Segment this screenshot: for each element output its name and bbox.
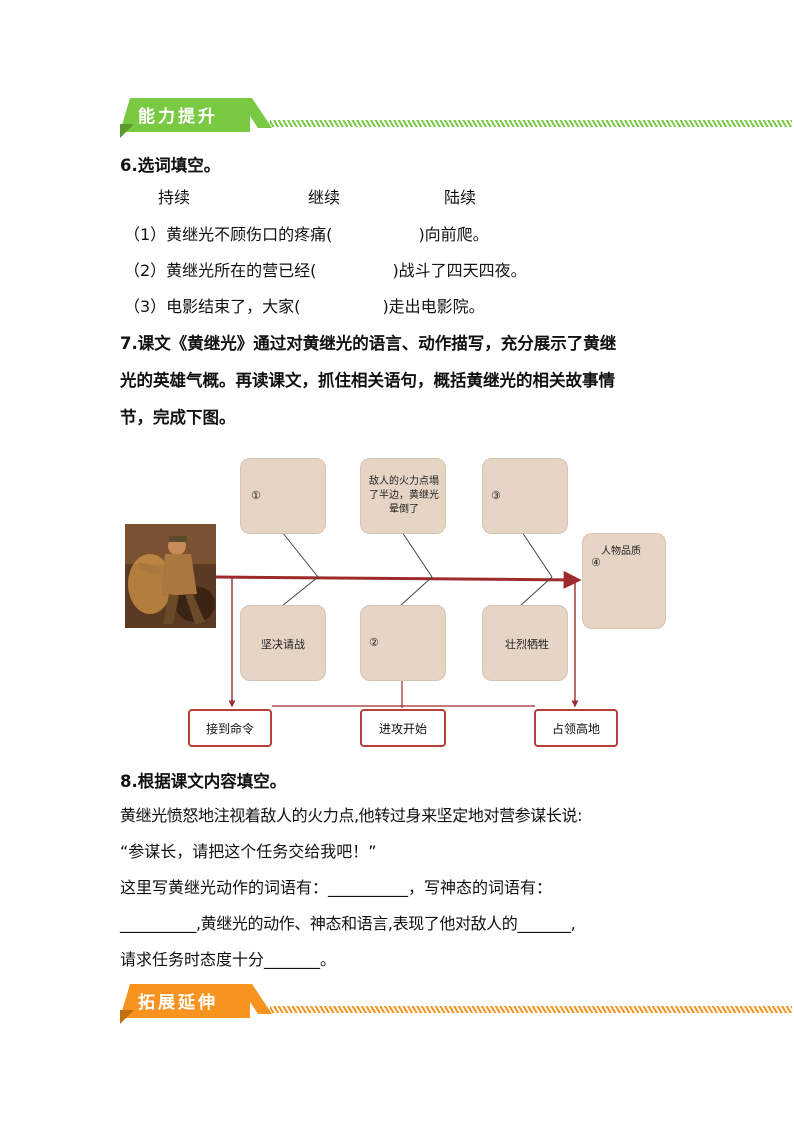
label-box-attack-text: 进攻开始: [378, 721, 427, 736]
bottom-box-3: 壮烈牺牲: [482, 605, 568, 681]
bottom-box-1-label: 坚决请战: [261, 638, 305, 651]
banner-notch-decoration: [120, 1010, 134, 1024]
quality-box-title: 人物品质: [601, 546, 641, 557]
q6-item-2-prefix: （2）黄继光所在的营已经(: [124, 261, 317, 280]
banner-tab: [120, 98, 250, 132]
banner-tab: [120, 984, 250, 1018]
label-box-occupy-text: 占领高地: [551, 721, 600, 736]
top-box-2-label: 敌人的火力点塌了半边，黄继光晕倒了: [369, 476, 439, 515]
q6-item-2-suffix: )战斗了四天四夜。: [392, 261, 527, 280]
question-8-title: 8.根据课文内容填空。: [120, 772, 287, 791]
top-box-1-label: ①: [251, 489, 261, 502]
section-banner-ability: 能力提升: [120, 98, 792, 138]
word-option-2: 继续: [308, 188, 341, 207]
q6-item-1: （1）黄继光不顾伤口的疼痛( )向前爬。: [124, 227, 489, 243]
section-title: 拓展延伸: [138, 993, 218, 1013]
word-option-1: 持续: [158, 188, 191, 207]
top-box-1: ①: [240, 458, 326, 534]
banner-slash-decoration: [238, 984, 272, 1014]
banner-hatched-line: [270, 1006, 792, 1013]
q6-item-3: （3）电影结束了，大家( )走出电影院。: [124, 299, 485, 315]
label-box-attack: 进攻开始: [360, 709, 446, 747]
q8-line-2: “参谋长，请把这个任务交给我吧！”: [120, 842, 377, 861]
banner-notch-decoration: [120, 124, 134, 138]
q6-item-1-prefix: （1）黄继光不顾伤口的疼痛(: [124, 225, 333, 244]
q8-line-3[interactable]: 这里写黄继光动作的词语有：__________，写神态的词语有：: [120, 878, 553, 897]
top-box-2: 敌人的火力点塌了半边，黄继光晕倒了: [360, 458, 446, 534]
q8-line-4[interactable]: __________,黄继光的动作、神态和语言,表现了他对敌人的_______,: [120, 914, 576, 933]
bottom-box-2-label: ②: [369, 636, 379, 649]
label-box-order-text: 接到命令: [205, 721, 254, 736]
label-box-order: 接到命令: [188, 709, 272, 747]
section-title: 能力提升: [138, 107, 218, 127]
huang-jiguang-illustration: [125, 524, 216, 628]
banner-hatched-line: [270, 120, 792, 127]
q6-item-3-prefix: （3）电影结束了，大家(: [124, 297, 301, 316]
q7-line-3: 节，完成下图。: [120, 408, 236, 427]
q8-line-5[interactable]: 请求任务时态度十分_______。: [120, 950, 337, 969]
bottom-box-1: 坚决请战: [240, 605, 326, 681]
bottom-box-3-label: 壮烈牺牲: [505, 638, 549, 651]
top-box-3: ③: [482, 458, 568, 534]
character-quality-box: 人物品质 ④: [582, 533, 666, 629]
top-box-3-label: ③: [491, 489, 501, 502]
quality-box-number: ④: [591, 556, 601, 569]
question-6-title: 6.选词填空。: [120, 156, 221, 175]
q7-line-1: 7.课文《黄继光》通过对黄继光的语言、动作描写，充分展示了黄继: [120, 334, 617, 353]
q6-item-1-suffix: )向前爬。: [418, 225, 489, 244]
q6-item-3-suffix: )走出电影院。: [382, 297, 485, 316]
section-banner-extension: 拓展延伸: [120, 984, 792, 1024]
word-option-3: 陆续: [444, 188, 477, 207]
q6-item-2: （2）黄继光所在的营已经( )战斗了四天四夜。: [124, 263, 527, 279]
label-box-occupy: 占领高地: [534, 709, 618, 747]
banner-slash-decoration: [238, 98, 272, 128]
bottom-box-2: ②: [360, 605, 446, 681]
question-7-text: 7.课文《黄继光》通过对黄继光的语言、动作描写，充分展示了黄继 光的英雄气概。再…: [120, 325, 680, 436]
q7-line-2: 光的英雄气概。再读课文，抓住相关语句，概括黄继光的相关故事情: [120, 371, 615, 390]
q8-line-1: 黄继光愤怒地注视着敌人的火力点,他转过身来坚定地对营参谋长说:: [120, 806, 583, 825]
